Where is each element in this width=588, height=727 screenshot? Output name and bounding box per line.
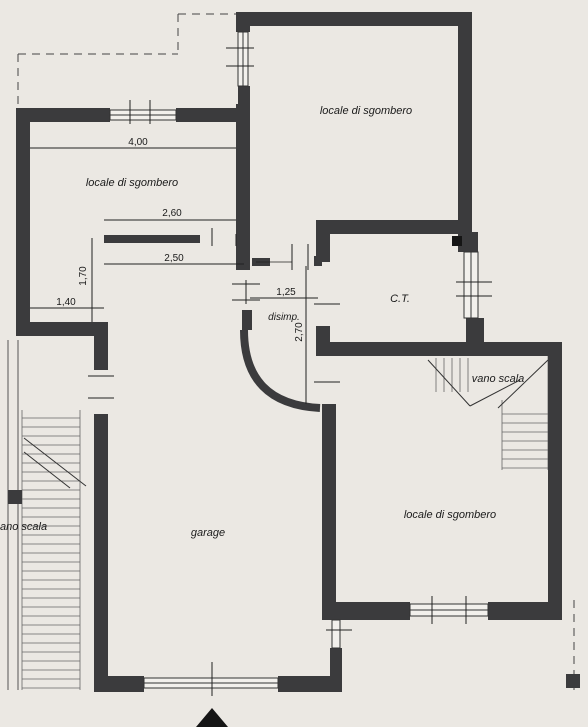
room-label-storage-bottom-right: locale di sgombero <box>404 509 496 521</box>
windows <box>109 31 489 689</box>
left-edge-lines <box>7 340 19 690</box>
entrance-arrow-icon <box>196 708 228 727</box>
curved-wall <box>240 329 321 412</box>
dim-label-4-00: 4,00 <box>128 137 148 148</box>
left-stair <box>21 410 87 690</box>
room-label-stair-left: ano scala <box>0 521 47 533</box>
room-label-storage-top-right: locale di sgombero <box>320 105 412 117</box>
dim-label-2-70: 2,70 <box>294 322 305 342</box>
dim-label-2-50: 2,50 <box>164 253 184 264</box>
dimension-lines <box>30 147 318 404</box>
room-label-garage: garage <box>191 527 225 539</box>
opening-marks <box>88 47 492 696</box>
dim-label-1-25: 1,25 <box>276 287 296 298</box>
room-label-boiler: C.T. <box>390 293 410 305</box>
dim-label-1-70: 1,70 <box>78 266 89 286</box>
right-stair <box>427 356 549 470</box>
dim-label-1-40: 1,40 <box>56 297 76 308</box>
dim-label-2-60: 2,60 <box>162 208 182 219</box>
fixture <box>452 236 462 246</box>
room-label-storage-top-left: locale di sgombero <box>86 177 178 189</box>
room-label-stair-right: vano scala <box>472 373 525 385</box>
walls <box>8 12 580 692</box>
room-label-hallway: disimp. <box>268 312 300 323</box>
